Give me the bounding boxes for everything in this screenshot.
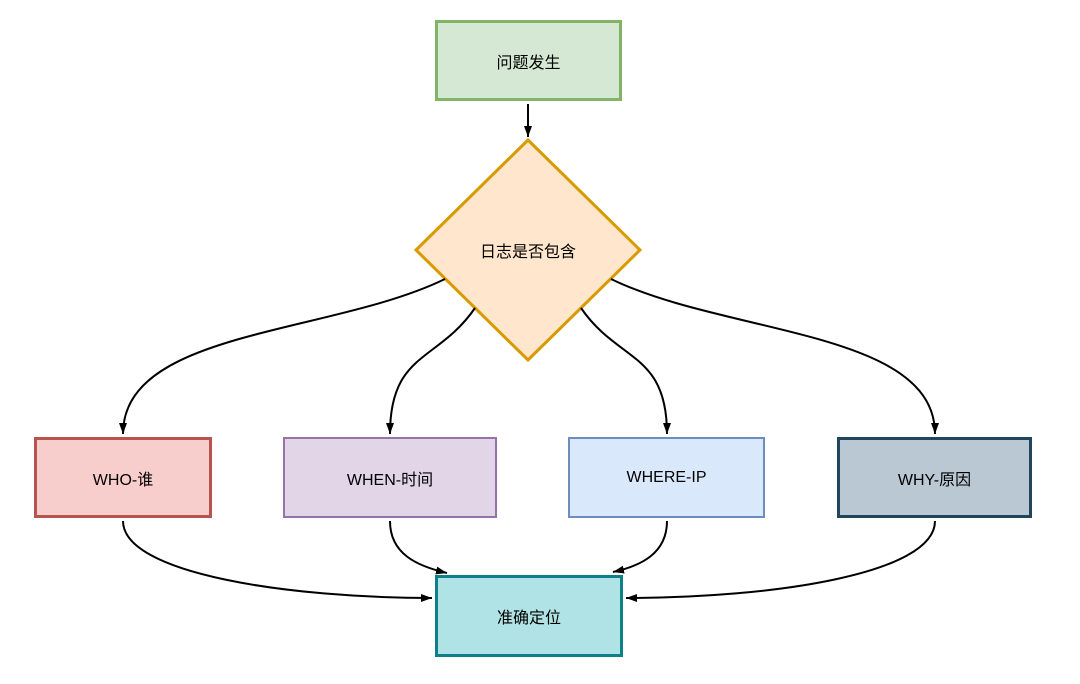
node-decision: 日志是否包含: [416, 140, 640, 360]
node-start: 问题发生: [435, 20, 622, 101]
edge-decision-why: [610, 278, 939, 435]
node-why-label: WHY-原因: [897, 471, 972, 489]
node-decision-label: 日志是否包含: [479, 244, 576, 261]
edge-when-end: [389, 520, 448, 575]
node-when: WHEN-时间: [283, 437, 497, 518]
edge-decision-when: [386, 307, 476, 435]
node-where: WHERE-IP: [568, 437, 765, 518]
edge-decision-where: [580, 307, 671, 435]
edge-decision-who: [119, 278, 446, 435]
edge-why-end: [625, 520, 936, 602]
node-when-label: WHEN-时间: [346, 471, 434, 489]
node-where-label: WHERE-IP: [626, 468, 707, 486]
edge-who-end: [122, 520, 433, 602]
node-who: WHO-谁: [34, 437, 212, 518]
node-who-label: WHO-谁: [92, 471, 154, 489]
edge-where-end: [612, 520, 668, 574]
node-end: 准确定位: [435, 575, 623, 657]
node-decision-shape: [413, 137, 643, 363]
node-end-label: 准确定位: [496, 610, 561, 627]
node-why: WHY-原因: [837, 437, 1032, 518]
node-start-label: 问题发生: [496, 54, 561, 72]
